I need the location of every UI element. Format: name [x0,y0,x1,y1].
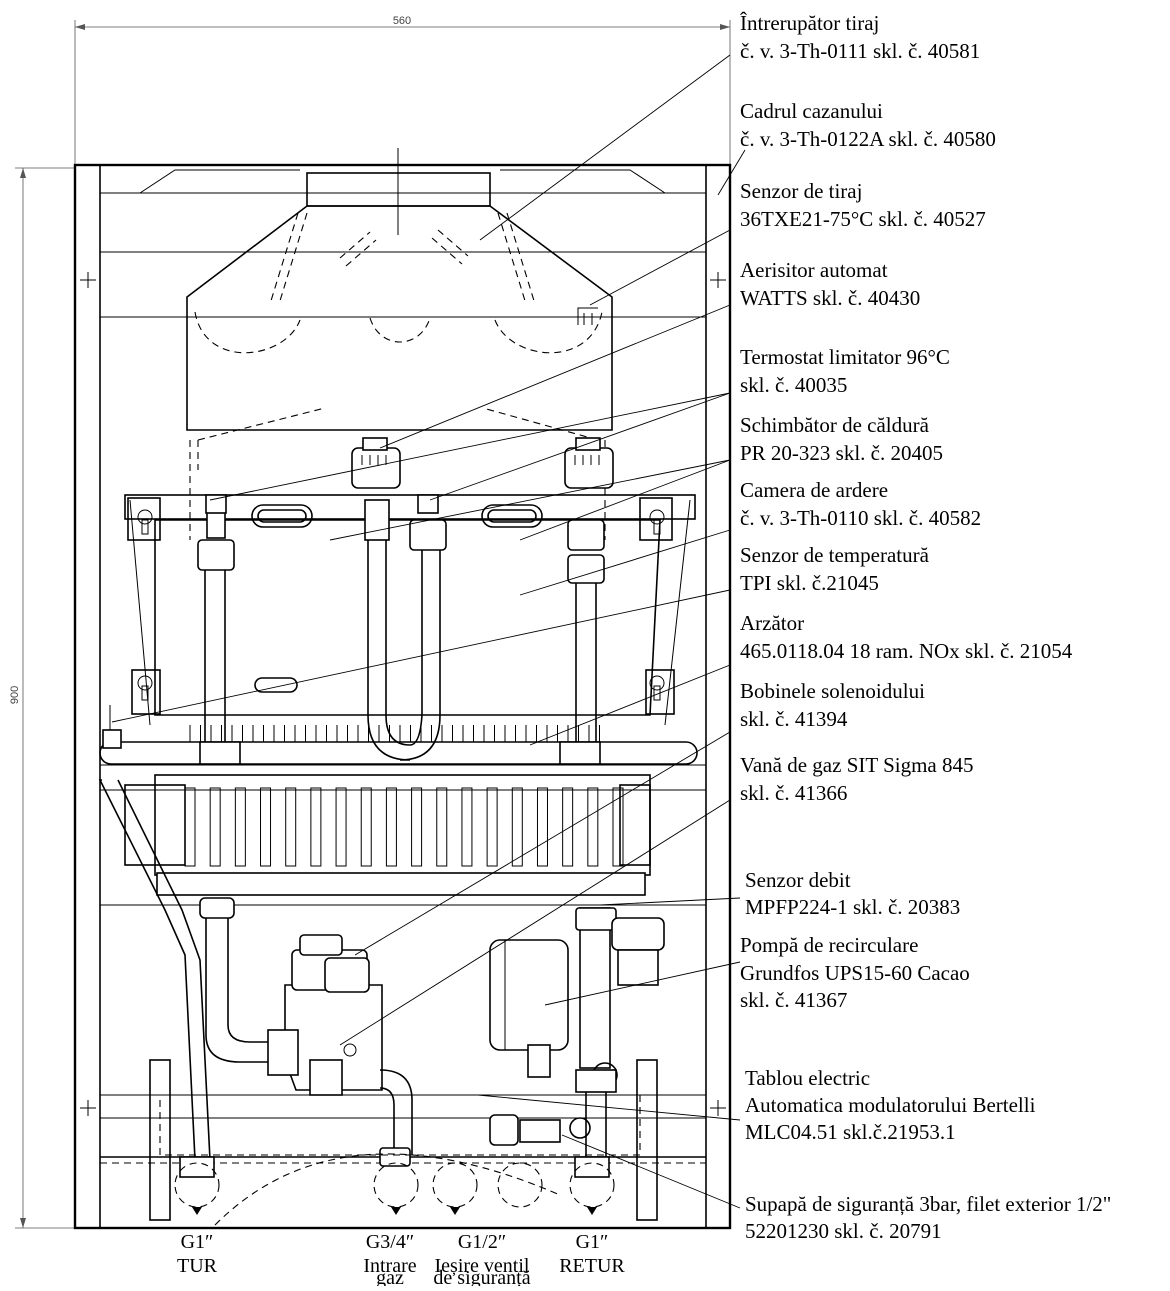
bottom-connections [98,779,658,1226]
burner-ramp [587,787,599,867]
label-frame-code: č. v. 3-Th-0122A skl. č. 40580 [740,127,996,151]
label-pump-code2: skl. č. 41367 [740,988,847,1012]
burner-ramp [536,787,548,867]
label-draft-sensor-name: Senzor de tiraj [740,179,862,203]
gas-valve [199,897,413,1167]
width-dimension: 560 [393,15,411,27]
burner-ramp [486,787,498,867]
burner-ramp [562,787,574,867]
label-flow-sensor-name: Senzor debit [745,868,851,892]
boiler-frame [73,148,732,1230]
burner-ramp [335,787,347,867]
label-limit-thermostat-name: Termostat limitator 96°C [740,345,950,369]
label-control-panel-code2: MLC04.51 skl.č.21953.1 [745,1120,956,1144]
label-control-panel-code: Automatica modulatorului Bertelli [745,1093,1036,1117]
label-burner-name: Arzător [740,611,804,635]
conn-return-line1: RETUR [559,1255,625,1277]
label-safety-valve-name: Supapă de siguranță 3bar, filet exterior… [745,1192,1111,1216]
burner-ramp [310,787,322,867]
component-labels: Întrerupător tiraj č. v. 3-Th-0111 skl. … [740,11,1111,1243]
label-heat-exchanger-code: PR 20-323 skl. č. 20405 [740,441,943,465]
label-temperature-sensor-name: Senzor de temperatură [740,543,930,567]
draft-diverter [186,172,613,540]
combustion-chamber [124,494,696,726]
burner-ramp [461,787,473,867]
conn-safety-size: G1/2″ [458,1231,506,1253]
label-solenoid-coils-code: skl. č. 41394 [740,707,848,731]
burner-ramp [184,787,196,867]
conn-safety-line1: Ieșire ventil [435,1255,530,1277]
label-solenoid-coils-name: Bobinele solenoidului [740,679,925,703]
label-burner-code: 465.0118.04 18 ram. NOx skl. č. 21054 [740,639,1073,663]
dimension-lines: 560 900 [9,15,731,1229]
label-safety-valve-code: 52201230 skl. č. 20791 [745,1219,942,1243]
label-air-vent-name: Aerisitor automat [740,258,888,282]
burner-ramp [411,787,423,867]
label-combustion-chamber-code: č. v. 3-Th-0110 skl. č. 40582 [740,506,981,530]
conn-gas-line2: gaz [376,1267,404,1286]
burner-ramp [385,787,397,867]
label-pump-name: Pompă de recirculare [740,933,918,957]
burner-ramp [234,787,246,867]
conn-gas-line1: Intrare [363,1255,416,1277]
burner-ramp [285,787,297,867]
conn-return-size: G1″ [576,1231,609,1253]
leader-lines [111,54,746,1209]
label-draft-sensor-code: 36TXE21-75°C skl. č. 40527 [740,207,986,231]
label-draft-diverter-code: č. v. 3-Th-0111 skl. č. 40581 [740,39,980,63]
label-control-panel-name: Tablou electric [745,1066,870,1090]
conn-flow-line1: TUR [177,1255,218,1277]
conn-safety-line2: de siguranță [433,1267,530,1286]
height-dimension: 900 [9,686,21,704]
connection-labels: G1″ TUR G3/4″ Intrare gaz G1/2″ Ieșire v… [177,1231,625,1289]
burner-ramp [436,787,448,867]
burner-ramp [360,787,372,867]
burner-ramp [511,787,523,867]
conn-flow-size: G1″ [181,1231,214,1253]
burner-ramp [260,787,272,867]
label-pump-code: Grundfos UPS15-60 Cacao [740,961,970,985]
label-combustion-chamber-name: Camera de ardere [740,478,888,502]
label-gas-valve-code: skl. č. 41366 [740,781,847,805]
label-air-vent-code: WATTS skl. č. 40430 [740,286,920,310]
conn-gas-size: G3/4″ [366,1231,414,1253]
label-gas-valve-name: Vană de gaz SIT Sigma 845 [740,753,973,777]
label-temperature-sensor-code: TPI skl. č.21045 [740,571,879,595]
label-frame-name: Cadrul cazanului [740,99,883,123]
recirculation-pump [489,907,665,1160]
burner-ramp [209,787,221,867]
label-heat-exchanger-name: Schimbător de căldură [740,413,930,437]
burner [124,725,651,896]
label-limit-thermostat-code: skl. č. 40035 [740,373,847,397]
label-flow-sensor-code: MPFP224-1 skl. č. 20383 [745,895,960,919]
burner-ramp [612,787,624,867]
label-draft-diverter-name: Întrerupător tiraj [740,11,879,35]
